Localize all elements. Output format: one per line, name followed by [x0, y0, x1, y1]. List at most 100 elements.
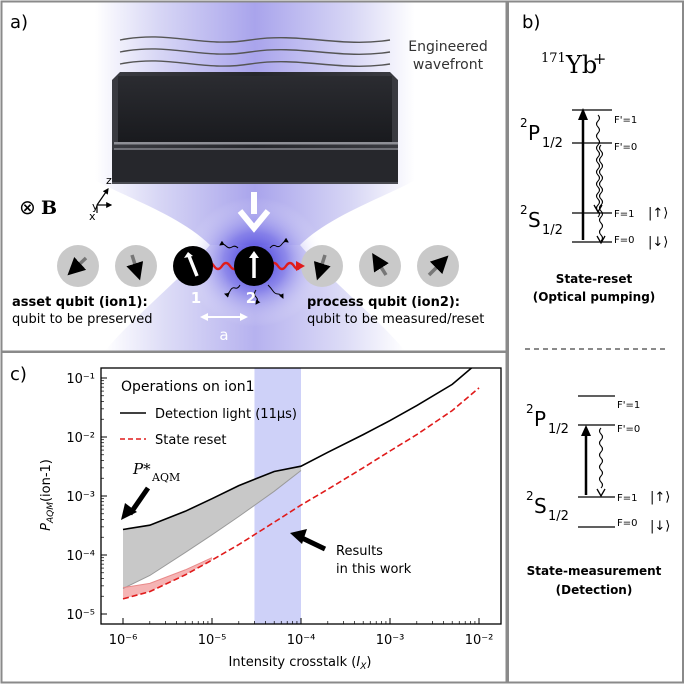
y-ticks: 10⁻⁵ 10⁻⁴ 10⁻³ 10⁻² 10⁻¹ — [66, 372, 107, 623]
measure-f1: F=1 — [617, 493, 638, 504]
measure-p-label: 2 P 1/2 — [526, 402, 569, 437]
reset-f0: F=0 — [614, 235, 635, 246]
y-axis-label: PAQM(ion-1) — [39, 459, 56, 531]
panel-b: b) 171 Yb + 2 P 1/2 2 S 1/2 — [507, 0, 684, 684]
x-tick-label: 10⁻² — [465, 633, 494, 648]
lower-bound-detection — [122, 470, 302, 589]
svg-text:S: S — [534, 494, 547, 518]
ion-2 — [234, 246, 274, 286]
gray-ion-right-1 — [301, 245, 343, 287]
reset-p-label: 2 P 1/2 — [520, 116, 563, 151]
svg-text:1/2: 1/2 — [542, 136, 563, 151]
process-qubit-title: process qubit (ion2): — [307, 295, 460, 310]
crosstalk-arrowhead-right — [296, 261, 305, 271]
svg-text:1/2: 1/2 — [548, 422, 569, 437]
measure-ket-down: |↓⟩ — [650, 519, 670, 534]
spacing-label: a — [219, 326, 228, 344]
y-tick-label: 10⁻⁴ — [66, 549, 95, 564]
ion-1-number: 1 — [191, 289, 201, 307]
svg-text:2: 2 — [520, 203, 528, 217]
wavefront-line-3 — [119, 60, 391, 67]
legend-label-detection: Detection light (11μs) — [155, 407, 297, 422]
x-axis-label: Intensity crosstalk (IX) — [229, 655, 372, 672]
axis-y-label: y — [92, 200, 99, 213]
wavefront-line-2 — [119, 48, 391, 55]
y-tick-label: 10⁻⁵ — [66, 608, 95, 623]
ion-1 — [173, 246, 213, 286]
reset-ket-down: |↓⟩ — [648, 235, 668, 250]
svg-text:S: S — [528, 208, 541, 232]
wavefront-label-line2: wavefront — [413, 57, 484, 73]
x-tick-label: 10⁻³ — [376, 633, 405, 648]
svg-text:P: P — [528, 121, 540, 145]
measure-level-diagram — [578, 395, 615, 528]
annotation-paqm-sub: AQM — [151, 471, 180, 484]
axis-x-label: x — [89, 210, 96, 223]
asset-qubit-title: asset qubit (ion1): — [12, 295, 148, 310]
process-qubit-desc: qubit to be measured/reset — [307, 312, 484, 327]
svg-text:+: + — [593, 49, 606, 68]
isotope-label: 171 Yb + — [541, 49, 606, 79]
panel-c-label: c) — [10, 364, 27, 385]
y-tick-label: 10⁻¹ — [66, 372, 95, 387]
svg-text:171: 171 — [541, 51, 566, 66]
panel-a-label: a) — [10, 12, 28, 33]
annotation-paqm: P* — [132, 460, 151, 478]
panel-c: c) 10⁻⁶ 10⁻⁵ 10⁻⁴ 10⁻³ 10⁻² 10⁻⁵ 10⁻⁴ 10⁻³ 10⁻²… — [0, 351, 508, 684]
ion-2-number: 2 — [246, 289, 256, 307]
objective-lens — [112, 72, 398, 184]
measure-caption-2: (Detection) — [556, 583, 633, 597]
panel-b-label: b) — [522, 12, 540, 33]
x-tick-label: 10⁻⁴ — [287, 633, 316, 648]
wavefront-label-line1: Engineered — [408, 39, 488, 55]
svg-text:1/2: 1/2 — [542, 223, 563, 238]
reset-caption-1: State-reset — [556, 272, 633, 286]
panel-a: a) Engineered wavefront ⊗ B z y x — [10, 2, 488, 351]
annotation-results-2: in this work — [336, 562, 412, 577]
gray-ion-left-1 — [57, 245, 99, 287]
series-line-detection — [122, 368, 473, 531]
svg-text:Intensity crosstalk (IX): Intensity crosstalk (IX) — [229, 655, 372, 672]
coordinate-axes: z y x — [89, 174, 113, 223]
svg-text:Yb: Yb — [565, 51, 597, 79]
illumination-arrowhead — [237, 209, 271, 233]
reset-s-label: 2 S 1/2 — [520, 203, 563, 238]
x-ticks: 10⁻⁶ 10⁻⁵ 10⁻⁴ 10⁻³ 10⁻² — [109, 618, 494, 648]
gray-ion-left-2 — [115, 245, 157, 287]
wavefront-line-1 — [119, 36, 391, 43]
measure-f0: F=0 — [617, 518, 638, 529]
svg-text:2: 2 — [526, 402, 534, 416]
svg-text:1/2: 1/2 — [548, 509, 569, 524]
bfield-symbol: ⊗ — [19, 195, 36, 219]
measure-s-label: 2 S 1/2 — [526, 489, 569, 524]
bfield-label: B — [41, 197, 57, 219]
y-tick-label: 10⁻² — [66, 431, 95, 446]
x-tick-label: 10⁻⁶ — [109, 633, 138, 648]
asset-qubit-desc: qubit to be preserved — [12, 312, 153, 327]
annotation-results-1: Results — [336, 544, 383, 559]
legend-title: Operations on ion1 — [121, 379, 255, 395]
reset-fp0: F'=0 — [614, 142, 637, 153]
reset-ket-up: |↑⟩ — [648, 206, 668, 221]
y-tick-label: 10⁻³ — [66, 490, 95, 505]
x-tick-label: 10⁻⁵ — [198, 633, 227, 648]
svg-text:2: 2 — [526, 489, 534, 503]
gray-ion-right-3 — [417, 245, 459, 287]
measure-caption-1: State-measurement — [527, 564, 662, 578]
svg-text:PAQM(ion-1): PAQM(ion-1) — [39, 459, 56, 531]
reset-level-diagram — [572, 108, 612, 245]
annotation-arrow-results — [300, 535, 327, 552]
measure-fp0: F'=0 — [617, 424, 640, 435]
shaded-region-detection — [123, 466, 301, 589]
reset-fp1: F'=1 — [614, 115, 637, 126]
svg-text:2: 2 — [520, 116, 528, 130]
scattered-photons — [219, 237, 289, 305]
svg-text:P: P — [534, 407, 546, 431]
measure-fp1: F'=1 — [617, 400, 640, 411]
legend-label-reset: State reset — [155, 433, 226, 448]
gray-ion-right-2 — [359, 245, 401, 287]
measure-ket-up: |↑⟩ — [650, 490, 670, 505]
upper-bound-reset — [122, 557, 213, 589]
